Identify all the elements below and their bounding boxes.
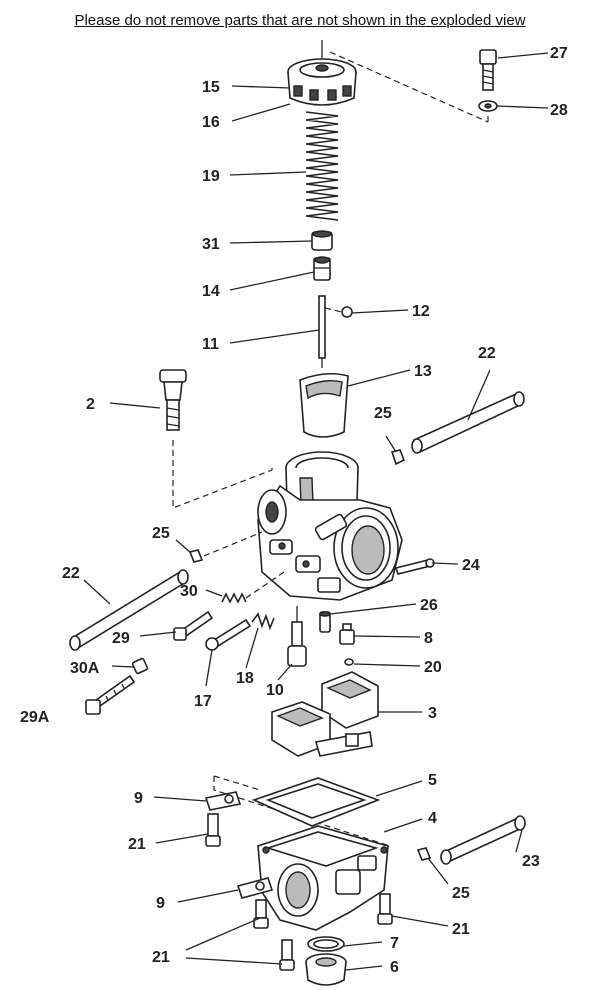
label-30: 30 <box>180 583 198 600</box>
label-13: 13 <box>414 363 432 380</box>
drain-plug-6 <box>305 953 347 986</box>
label-25-mid: 25 <box>152 525 170 542</box>
nut-30a <box>131 657 149 675</box>
hose-22-upper <box>411 391 525 454</box>
jet-10 <box>287 606 307 667</box>
label-22-upper: 22 <box>478 345 496 362</box>
oring-7 <box>307 936 345 952</box>
label-4: 4 <box>428 810 437 827</box>
float-bowl-4 <box>257 825 389 931</box>
label-14: 14 <box>202 283 220 300</box>
carburetor-body <box>257 451 403 601</box>
label-15: 15 <box>202 79 220 96</box>
label-29a: 29A <box>20 709 50 726</box>
label-10: 10 <box>266 682 284 699</box>
needle-11 <box>318 295 326 368</box>
holder-14 <box>313 256 331 281</box>
label-25-upper: 25 <box>374 405 392 422</box>
label-3: 3 <box>428 705 437 722</box>
hose-23 <box>440 815 526 865</box>
label-31: 31 <box>202 236 220 253</box>
washer-28 <box>478 100 498 112</box>
label-26: 26 <box>420 597 438 614</box>
cap-25-upper <box>390 449 406 466</box>
jet-26 <box>319 611 331 633</box>
leader-lines <box>83 52 549 971</box>
spring-19 <box>305 111 339 221</box>
label-9-upper: 9 <box>134 790 143 807</box>
label-8: 8 <box>424 630 433 647</box>
label-30a: 30A <box>70 660 100 677</box>
label-23: 23 <box>522 853 540 870</box>
float-3 <box>271 671 379 757</box>
label-11: 11 <box>202 336 219 353</box>
jet-8 <box>339 623 355 645</box>
screw-21-lower-left-a <box>253 899 269 929</box>
cap-25-lower <box>416 847 432 861</box>
screw-29a <box>85 674 136 715</box>
screw-27 <box>479 49 497 91</box>
clip-12 <box>324 306 353 318</box>
label-22-left: 22 <box>62 565 80 582</box>
throttle-valve-13 <box>299 372 349 438</box>
label-21-upper: 21 <box>128 836 146 853</box>
label-9-lower: 9 <box>156 895 165 912</box>
label-20: 20 <box>424 659 442 676</box>
label-6: 6 <box>390 959 399 976</box>
screw-21-upper <box>205 813 221 847</box>
label-25-lower: 25 <box>452 885 470 902</box>
label-27: 27 <box>550 45 568 62</box>
top-cap <box>287 40 357 106</box>
part-labels: 27 28 15 16 19 31 14 12 11 22 13 2 25 25… <box>20 45 568 976</box>
label-21-lower-left: 21 <box>152 949 170 966</box>
label-21-lower-right: 21 <box>452 921 470 938</box>
label-29: 29 <box>112 630 130 647</box>
hose-22-left <box>69 569 189 651</box>
label-17: 17 <box>194 693 212 710</box>
label-19: 19 <box>202 168 220 185</box>
label-5: 5 <box>428 772 437 789</box>
screw-17 <box>205 618 252 651</box>
label-12: 12 <box>412 303 430 320</box>
screw-2 <box>159 369 187 431</box>
label-24: 24 <box>462 557 480 574</box>
cap-25-mid <box>188 531 263 563</box>
label-7: 7 <box>390 935 399 952</box>
bracket-9-lower <box>236 877 274 899</box>
oring-20 <box>344 658 354 666</box>
screw-24 <box>394 558 435 575</box>
screw-29 <box>173 610 214 641</box>
spring-30 <box>221 571 285 604</box>
header-note: Please do not remove parts that are not … <box>74 12 526 29</box>
gasket-5 <box>251 777 381 827</box>
label-28: 28 <box>550 102 568 119</box>
ring-31 <box>311 230 333 251</box>
label-2: 2 <box>86 396 95 413</box>
spring-18 <box>251 612 275 631</box>
bracket-9-upper <box>204 791 242 811</box>
label-16: 16 <box>202 114 220 131</box>
screw-21-lower-right <box>377 893 393 925</box>
label-18: 18 <box>236 670 254 687</box>
screw-21-lower-left-b <box>279 939 295 971</box>
